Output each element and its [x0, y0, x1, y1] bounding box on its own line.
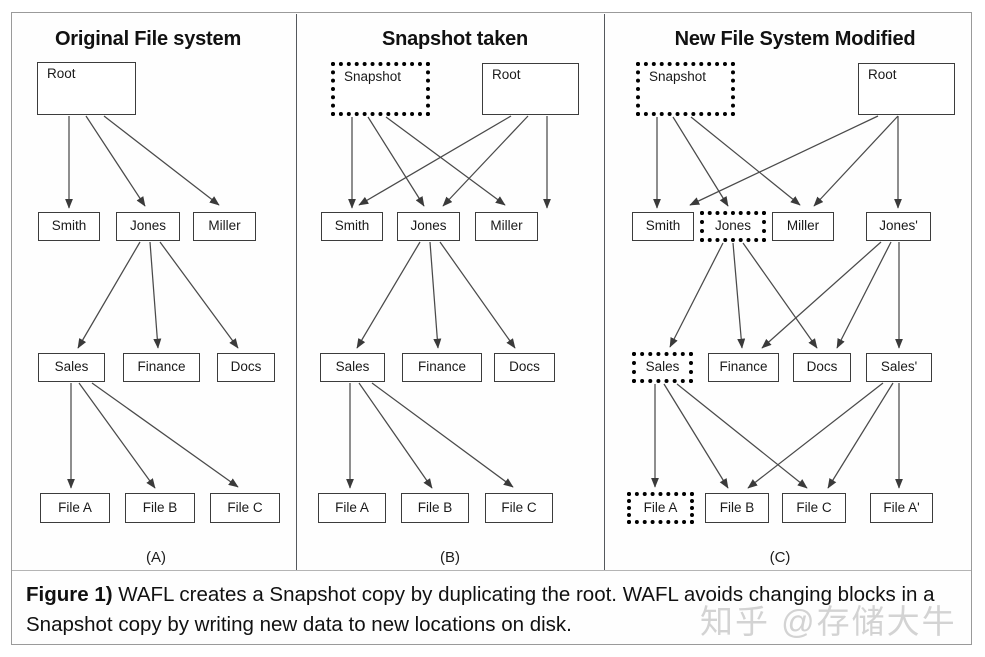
panel-c-title: New File System Modified	[674, 28, 916, 50]
panel-a-node-file-a[interactable]: File A	[40, 493, 110, 523]
panel-b-node-root[interactable]: Root	[482, 63, 579, 115]
panel-c-node-file-b[interactable]: File B	[705, 493, 769, 523]
caption-separator	[12, 570, 971, 571]
panel-b-node-file-a[interactable]: File A	[318, 493, 386, 523]
panel-c-node-root[interactable]: Root	[858, 63, 955, 115]
panel-c-node-file-a[interactable]: File A	[627, 492, 694, 524]
panel-c-node-file-c[interactable]: File C	[782, 493, 846, 523]
panel-b-node-smith[interactable]: Smith	[321, 212, 383, 241]
figure-caption-label: Figure 1)	[26, 583, 113, 606]
panel-b-node-finance[interactable]: Finance	[402, 353, 482, 382]
panel-b-caption: (B)	[440, 549, 460, 566]
panel-b-node-sales[interactable]: Sales	[320, 353, 385, 382]
panel-c-node-finance[interactable]: Finance	[708, 353, 779, 382]
panel-c-node-snapshot[interactable]: Snapshot	[636, 62, 735, 116]
panel-c-node-smith[interactable]: Smith	[632, 212, 694, 241]
panel-c-node-file-a-new[interactable]: File A'	[870, 493, 933, 523]
panel-c-node-miller[interactable]: Miller	[772, 212, 834, 241]
panel-a-node-miller[interactable]: Miller	[193, 212, 256, 241]
panel-a-node-jones[interactable]: Jones	[116, 212, 180, 241]
panel-c-caption: (C)	[769, 549, 791, 566]
panel-a-node-docs[interactable]: Docs	[217, 353, 275, 382]
panel-a-title: Original File system	[54, 28, 242, 50]
panel-c-node-docs[interactable]: Docs	[793, 353, 851, 382]
panel-c-node-jones-new[interactable]: Jones'	[866, 212, 931, 241]
watermark: 知乎 @存储大牛	[700, 603, 957, 640]
panel-a-caption: (A)	[146, 549, 166, 566]
panel-a-node-smith[interactable]: Smith	[38, 212, 100, 241]
figure-caption: Figure 1) WAFL creates a Snapshot copy b…	[26, 580, 956, 639]
panel-a-node-root[interactable]: Root	[37, 62, 136, 115]
panel-c-node-jones[interactable]: Jones	[700, 211, 766, 242]
panel-a-node-file-b[interactable]: File B	[125, 493, 195, 523]
panel-a-node-sales[interactable]: Sales	[38, 353, 105, 382]
panel-b-node-docs[interactable]: Docs	[494, 353, 555, 382]
panel-c-node-sales[interactable]: Sales	[632, 352, 693, 383]
panel-b-node-snapshot[interactable]: Snapshot	[331, 62, 430, 116]
panel-b-node-miller[interactable]: Miller	[475, 212, 538, 241]
panel-a-node-file-c[interactable]: File C	[210, 493, 280, 523]
panel-b-node-jones[interactable]: Jones	[397, 212, 460, 241]
panel-b-title: Snapshot taken	[381, 28, 529, 50]
panel-divider-b-c	[604, 14, 605, 570]
panel-a-node-finance[interactable]: Finance	[123, 353, 200, 382]
panel-b-node-file-b[interactable]: File B	[401, 493, 469, 523]
panel-b-node-file-c[interactable]: File C	[485, 493, 553, 523]
panel-divider-a-b	[296, 14, 297, 570]
figure-caption-text: WAFL creates a Snapshot copy by duplicat…	[26, 583, 935, 636]
panel-c-node-sales-new[interactable]: Sales'	[866, 353, 932, 382]
